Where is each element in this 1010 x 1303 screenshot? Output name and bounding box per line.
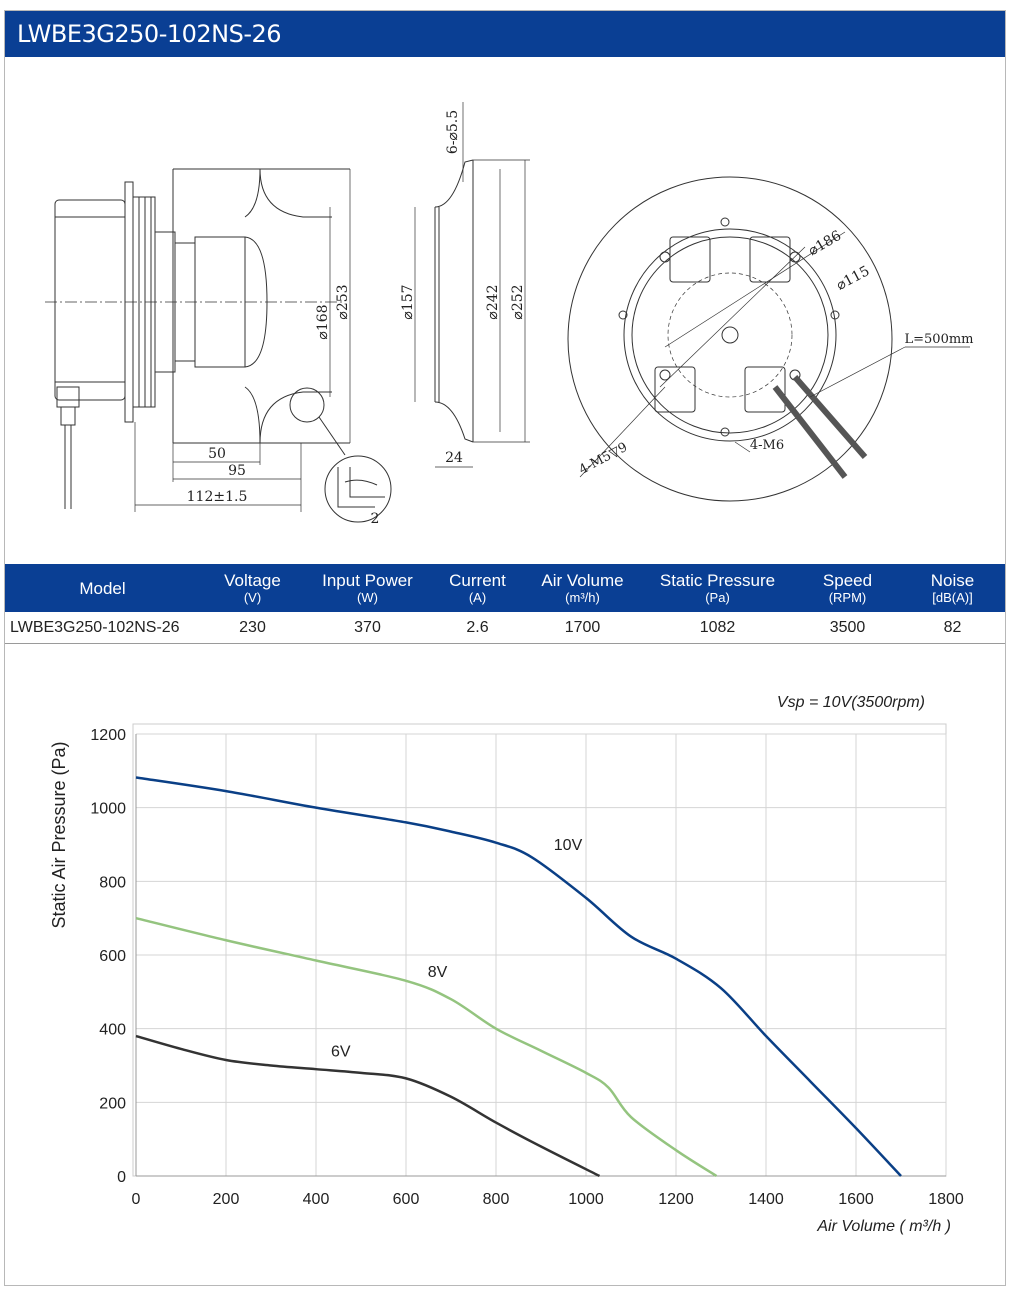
x-tick-label: 1400: [748, 1191, 784, 1208]
series-label: 10V: [554, 837, 583, 854]
series-label: 8V: [428, 964, 448, 981]
dim-label: 6-⌀5.5: [445, 110, 461, 154]
cell-static-pressure: 1082: [640, 612, 795, 644]
dim-label: ⌀186: [806, 228, 845, 259]
cell-current: 2.6: [430, 612, 525, 644]
dim-label: ⌀168: [315, 304, 331, 339]
cell-input-power: 370: [305, 612, 430, 644]
series-line-6V: [135, 1034, 601, 1178]
table-row: LWBE3G250-102NS-26 230 370 2.6 1700 1082…: [5, 612, 1005, 644]
y-tick-label: 1200: [90, 727, 126, 744]
dim-label: ⌀242: [485, 284, 501, 319]
column-header-input-power: Input Power(W): [305, 564, 430, 612]
dim-label: L=500mm: [905, 332, 974, 347]
cell-speed: 3500: [795, 612, 900, 644]
cell-voltage: 230: [200, 612, 305, 644]
y-tick-label: 400: [99, 1022, 126, 1039]
x-tick-label: 0: [132, 1191, 141, 1208]
dim-label: 4-M6: [750, 438, 784, 453]
column-header-speed: Speed(RPM): [795, 564, 900, 612]
column-header-air-volume: Air Volume(m³/h): [525, 564, 640, 612]
x-tick-label: 400: [303, 1191, 330, 1208]
x-tick-label: 200: [213, 1191, 240, 1208]
x-tick-label: 600: [393, 1191, 420, 1208]
series-line-10V: [135, 776, 902, 1177]
chart-annotation: Vsp = 10V(3500rpm): [777, 694, 925, 711]
y-tick-label: 0: [117, 1169, 126, 1186]
column-header-current: Current(A): [430, 564, 525, 612]
dim-label: ⌀157: [400, 284, 416, 319]
series-label: 6V: [331, 1043, 351, 1060]
x-tick-label: 1800: [928, 1191, 964, 1208]
y-tick-label: 1000: [90, 801, 126, 818]
column-header-noise: Noise[dB(A)]: [900, 564, 1005, 612]
spec-table: Model Voltage(V) Input Power(W) Current(…: [5, 564, 1005, 644]
dim-label: ⌀253: [335, 284, 351, 319]
column-header-voltage: Voltage(V): [200, 564, 305, 612]
dim-label: 2: [371, 511, 380, 527]
dim-label: 50: [208, 446, 226, 462]
cell-noise: 82: [900, 612, 1005, 644]
x-axis-label: Air Volume ( m³/h ): [816, 1218, 951, 1235]
product-sheet: LWBE3G250-102NS-26: [4, 10, 1006, 1286]
series-line-8V: [135, 916, 718, 1178]
dim-label: 112±1.5: [187, 489, 248, 505]
dim-label: ⌀252: [510, 284, 526, 319]
plot-area: [132, 723, 947, 1177]
front-view-drawing: [567, 176, 970, 502]
y-tick-label: 800: [99, 874, 126, 891]
y-tick-label: 600: [99, 948, 126, 965]
cell-model: LWBE3G250-102NS-26: [5, 612, 200, 644]
y-axis-label: Static Air Pressure (Pa): [49, 741, 69, 928]
column-header-static-pressure: Static Pressure(Pa): [640, 564, 795, 612]
dim-label: ⌀115: [834, 263, 873, 294]
y-tick-label: 200: [99, 1095, 126, 1112]
side-view-drawing: [45, 168, 392, 523]
column-header-model: Model: [5, 564, 200, 612]
performance-chart: 0 200 400 600 800 1000 1200 1400 1600 1800 0 200 400…: [49, 694, 964, 1235]
x-tick-label: 1000: [568, 1191, 604, 1208]
page-title: LWBE3G250-102NS-26: [5, 11, 1005, 57]
dim-label: 95: [228, 463, 246, 479]
inlet-ring-drawing: [414, 102, 530, 468]
dim-label: 4-M5▽9: [577, 440, 630, 478]
cell-air-volume: 1700: [525, 612, 640, 644]
spec-header-row: Model Voltage(V) Input Power(W) Current(…: [5, 564, 1005, 612]
dim-label: 24: [445, 450, 463, 466]
x-tick-label: 1200: [658, 1191, 694, 1208]
x-tick-label: 800: [483, 1191, 510, 1208]
technical-drawing: ⌀168 ⌀253 50 95 112±1.5 2 6-⌀5.5 ⌀157 ⌀2…: [45, 102, 974, 527]
x-tick-label: 1600: [838, 1191, 874, 1208]
